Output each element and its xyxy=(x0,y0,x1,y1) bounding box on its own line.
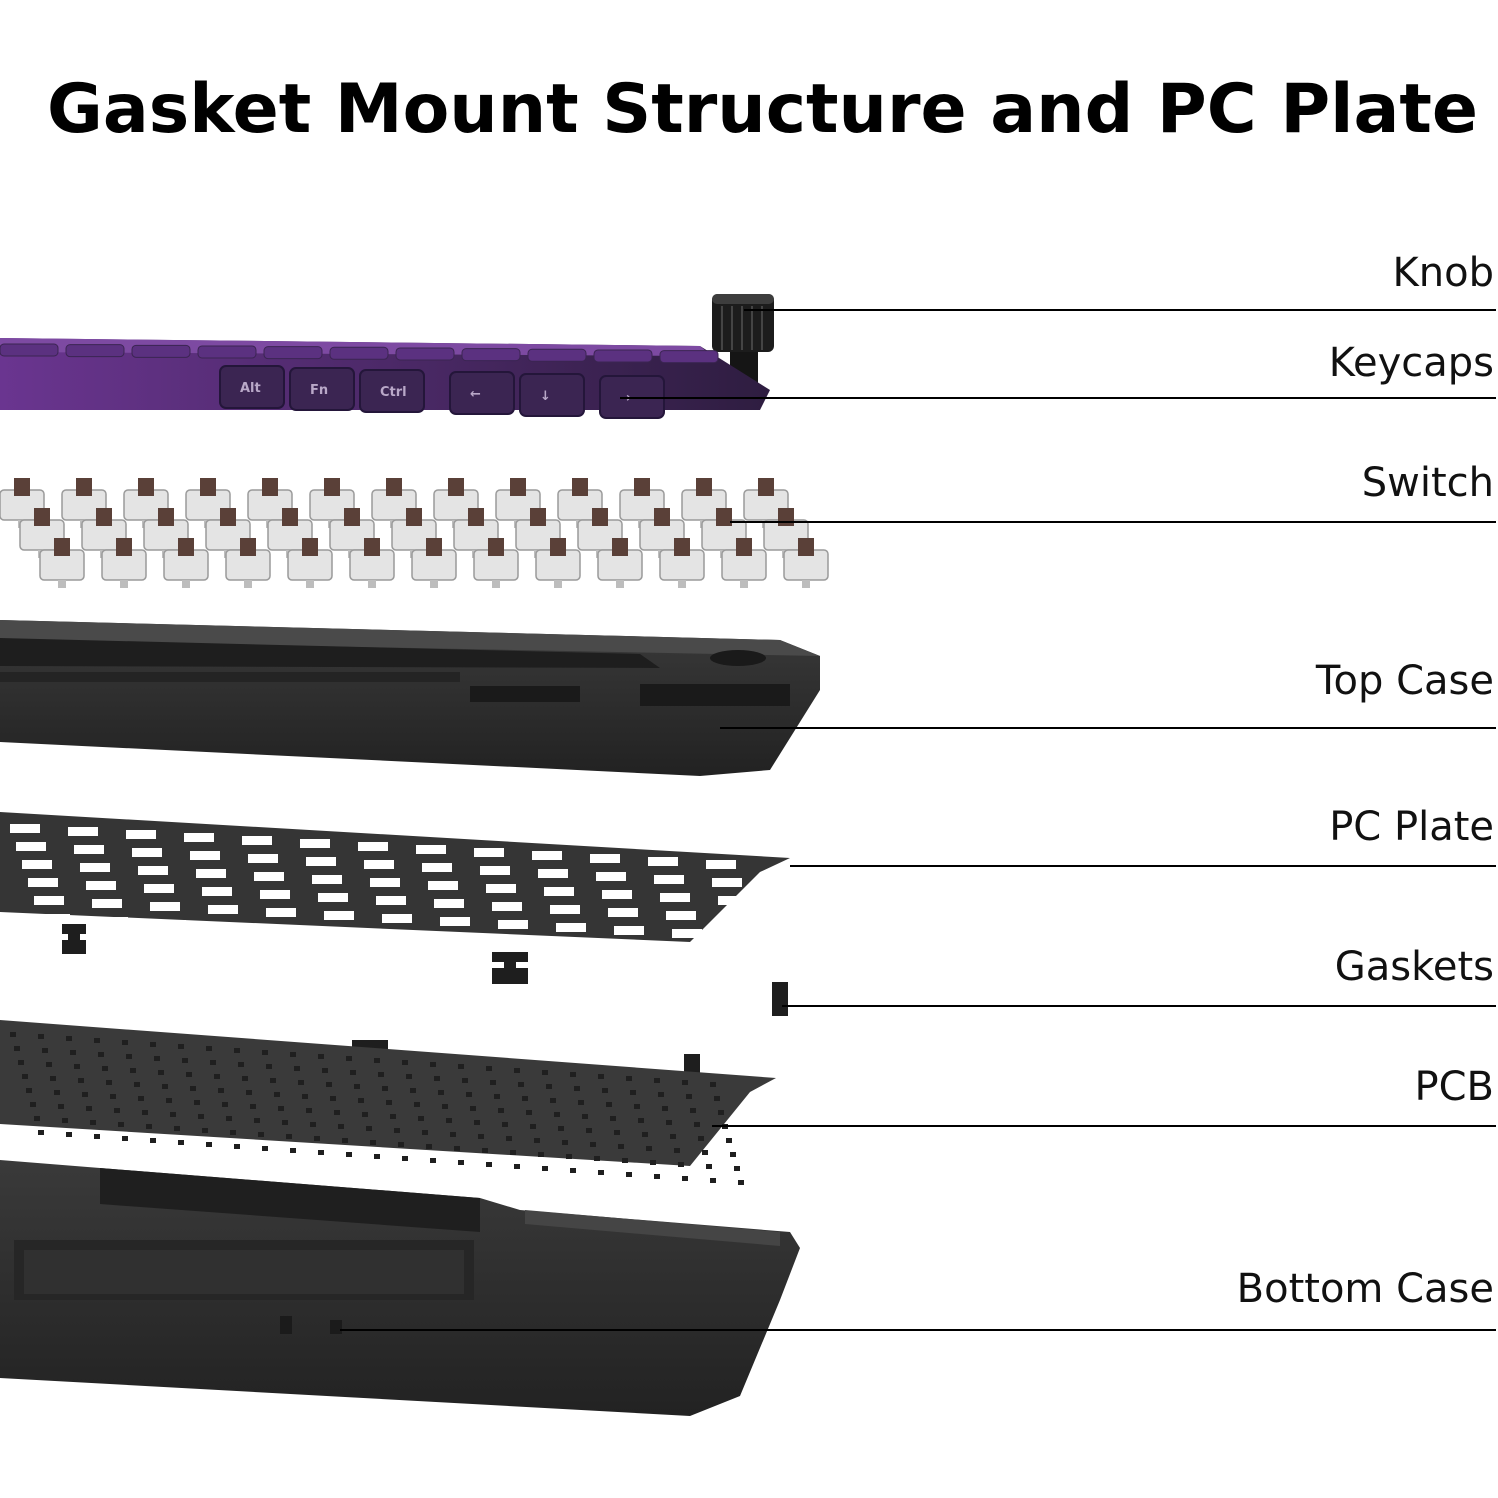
keycap-legend: Ctrl xyxy=(380,385,407,400)
switch-label: Switch xyxy=(1361,460,1494,506)
switch-unit xyxy=(225,538,271,588)
keycaps-label: Keycaps xyxy=(1328,340,1494,386)
pc-plate-part xyxy=(0,812,790,959)
switch-unit xyxy=(473,538,519,588)
switch-unit xyxy=(721,538,767,588)
switch-unit xyxy=(101,538,147,588)
keycap-legend: Alt xyxy=(240,381,261,396)
switch-unit xyxy=(247,478,293,528)
top-case-part xyxy=(0,620,820,776)
switch-unit xyxy=(287,538,333,588)
switches-part xyxy=(0,478,829,588)
keycap xyxy=(289,367,355,411)
switch-unit xyxy=(701,508,747,558)
bottom-case-label: Bottom Case xyxy=(1236,1266,1494,1312)
switch-unit xyxy=(535,538,581,588)
switch-unit xyxy=(659,538,705,588)
keycap xyxy=(449,371,515,415)
keycap xyxy=(519,373,585,417)
top-case-label: Top Case xyxy=(1315,658,1494,704)
keycap xyxy=(219,365,285,409)
switch-unit xyxy=(39,538,85,588)
knob-part xyxy=(712,294,774,386)
switch-unit xyxy=(0,478,45,528)
keycap-legend: ↓ xyxy=(540,389,551,404)
leader-lines xyxy=(340,309,1496,1331)
gaskets-label: Gaskets xyxy=(1334,944,1494,990)
switch-unit xyxy=(163,538,209,588)
keycap-legend: ← xyxy=(470,387,481,402)
bottom-case-part xyxy=(0,1160,800,1416)
switch-unit xyxy=(783,538,829,588)
pc-plate-label: PC Plate xyxy=(1329,804,1494,850)
pcb-part xyxy=(0,1020,776,1185)
switch-unit xyxy=(639,508,685,558)
switch-unit xyxy=(411,538,457,588)
switch-unit xyxy=(349,538,395,588)
page-title: Gasket Mount Structure and PC Plate xyxy=(47,70,1478,149)
pcb-label: PCB xyxy=(1414,1064,1495,1110)
switch-unit xyxy=(391,508,437,558)
keycap xyxy=(359,369,425,413)
keycap-legend: Fn xyxy=(310,383,328,398)
switch-unit xyxy=(597,538,643,588)
knob-label: Knob xyxy=(1392,250,1494,296)
